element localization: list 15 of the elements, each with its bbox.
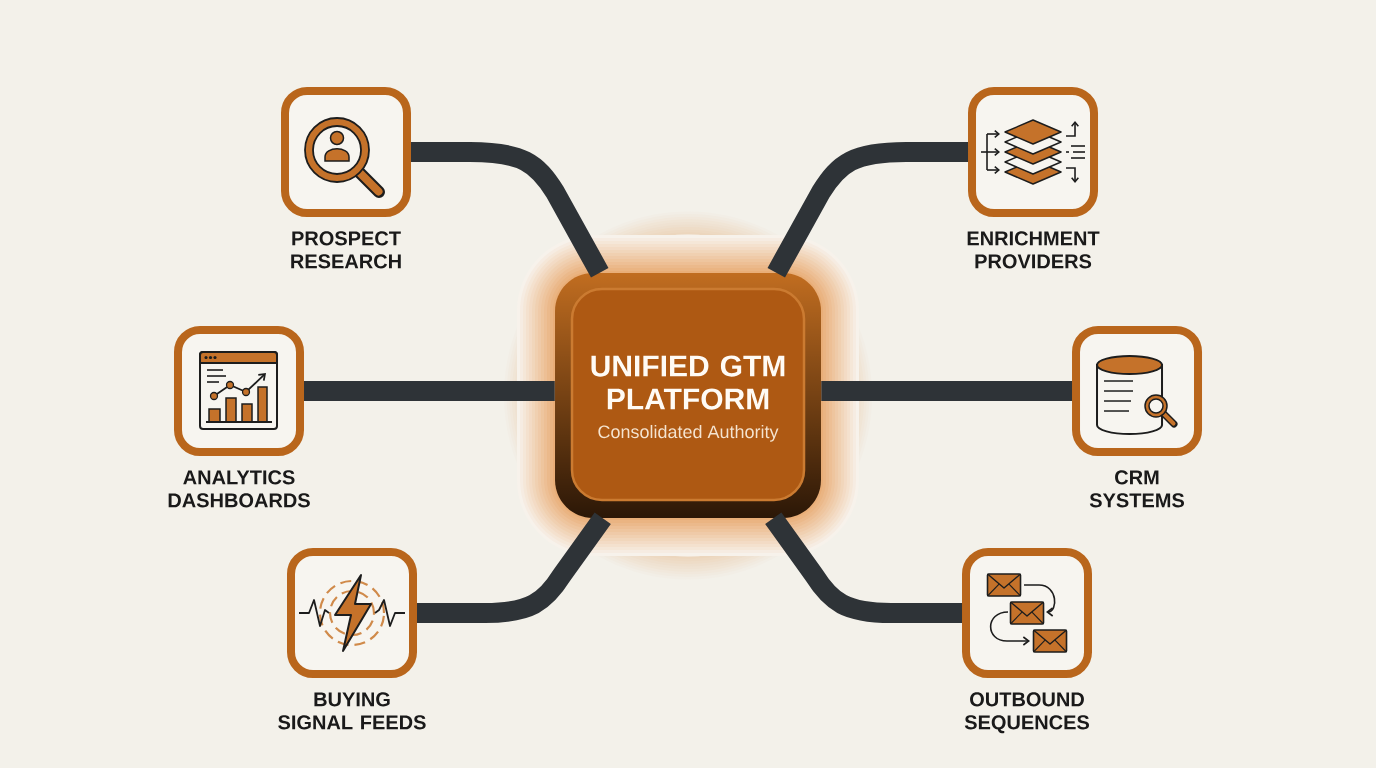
box-title: UNIFIED GTM PLATFORM <box>591 355 785 410</box>
platform-box <box>570 287 806 502</box>
box-label: ANALYTICS DASHBOARDS <box>168 470 310 508</box>
connector-line <box>765 512 962 623</box>
box-label: ENRICHMENT PROVIDERS <box>967 231 1100 269</box>
connector-line <box>304 381 555 401</box>
connector-line <box>767 142 968 278</box>
connector-line <box>417 512 611 623</box>
box-label: OUTBOUND SEQUENCES <box>964 692 1089 734</box>
box-label: BUYING SIGNAL FEEDS <box>278 692 426 730</box>
box-subtitle: Consolidated Authority <box>598 424 779 442</box>
connector-line <box>821 381 1072 401</box>
box-label: PROSPECT RESEARCH <box>291 231 401 269</box>
box-label: CRM SYSTEMS <box>1089 470 1184 508</box>
connector-line <box>411 142 609 278</box>
